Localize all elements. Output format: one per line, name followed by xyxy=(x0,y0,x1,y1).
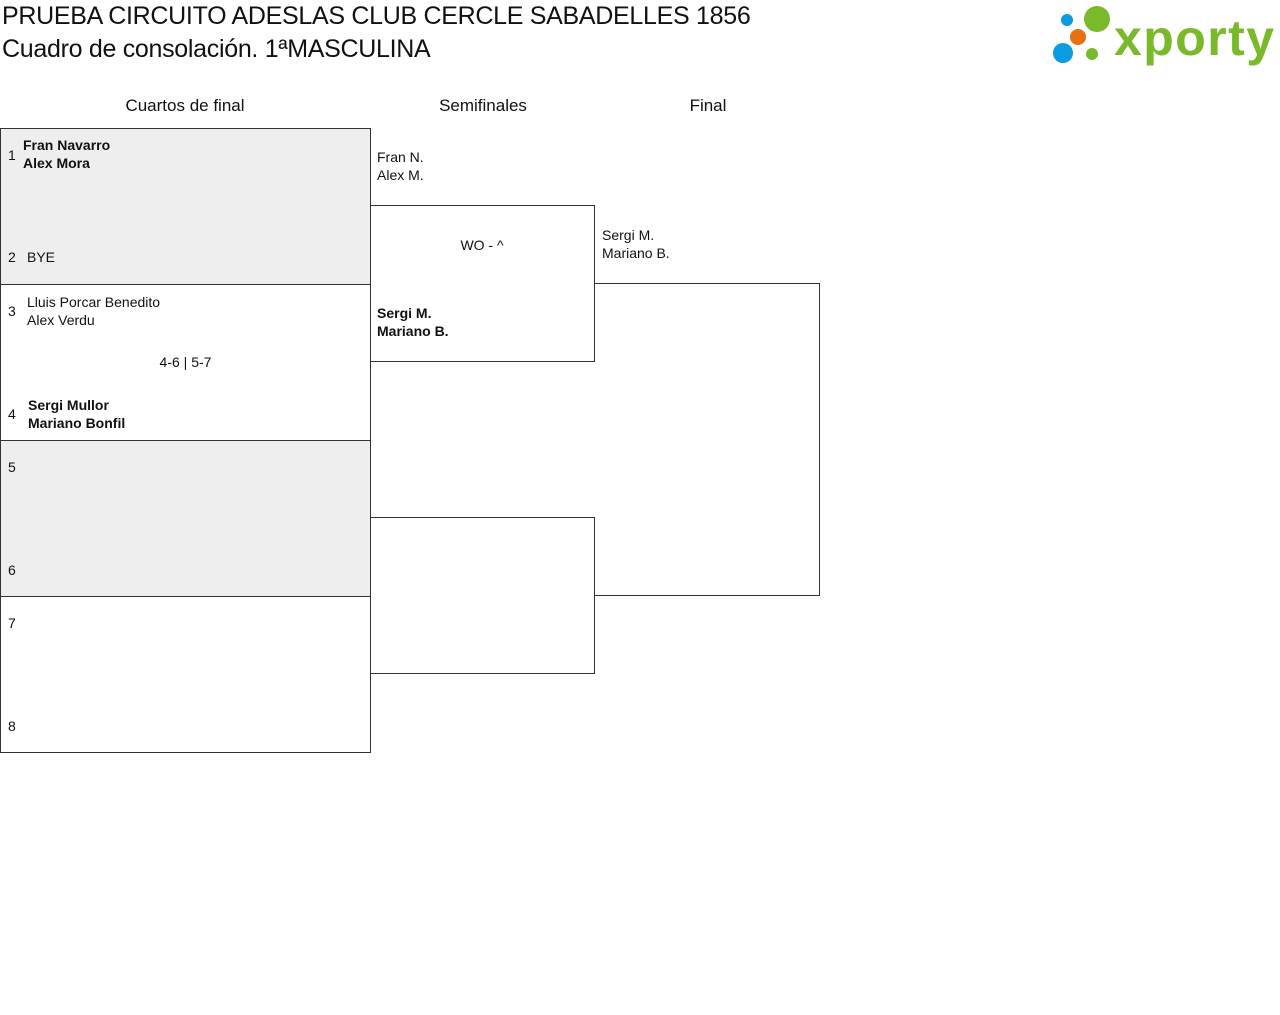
sf-match-1: WO - ^ Sergi M. Mariano B. xyxy=(370,205,595,362)
match-score: 4-6 | 5-7 xyxy=(159,354,212,370)
player: Sergi Mullor xyxy=(28,397,109,413)
player: Alex Mora xyxy=(23,155,90,171)
player: Alex M. xyxy=(377,167,424,183)
seed: 8 xyxy=(8,718,16,734)
round-header-semifinals: Semifinales xyxy=(439,96,527,115)
seed: 7 xyxy=(8,615,16,631)
seed: 5 xyxy=(8,459,16,475)
final-match xyxy=(595,283,820,596)
player: Sergi M. xyxy=(377,305,432,321)
player: Fran N. xyxy=(377,149,424,165)
seed: 6 xyxy=(8,562,16,578)
player: Fran Navarro xyxy=(23,137,111,153)
player: Mariano B. xyxy=(377,323,449,339)
seed: 4 xyxy=(8,406,16,422)
svg-text:xporty: xporty xyxy=(1114,10,1274,66)
final-team-a: Sergi M. Mariano B. xyxy=(602,226,670,262)
player: Alex Verdu xyxy=(27,312,95,328)
xporty-logo: xporty xyxy=(1052,5,1277,67)
round-header-quarterfinals: Cuartos de final xyxy=(125,96,245,115)
page-subtitle: Cuadro de consolación. 1ªMASCULINA xyxy=(2,35,431,63)
page-title: PRUEBA CIRCUITO ADESLAS CLUB CERCLE SABA… xyxy=(2,2,751,30)
seed: 1 xyxy=(8,147,16,163)
match-score: WO - ^ xyxy=(460,237,504,253)
sf1-team-b: Sergi M. Mariano B. xyxy=(377,304,449,340)
team-b: BYE xyxy=(27,249,56,265)
player: Mariano B. xyxy=(602,245,670,261)
sf-match-2 xyxy=(370,517,595,674)
qf-match-3: 5 6 xyxy=(0,440,371,597)
seed: 2 xyxy=(8,249,16,265)
player: Mariano Bonfil xyxy=(28,415,126,431)
round-header-final: Final xyxy=(689,96,727,115)
player: Sergi M. xyxy=(602,227,655,243)
seed: 3 xyxy=(8,303,16,319)
player: Lluis Porcar Benedito xyxy=(27,294,161,310)
qf-match-4: 7 8 xyxy=(0,596,371,753)
sf1-team-a: Fran N. Alex M. xyxy=(377,148,424,184)
